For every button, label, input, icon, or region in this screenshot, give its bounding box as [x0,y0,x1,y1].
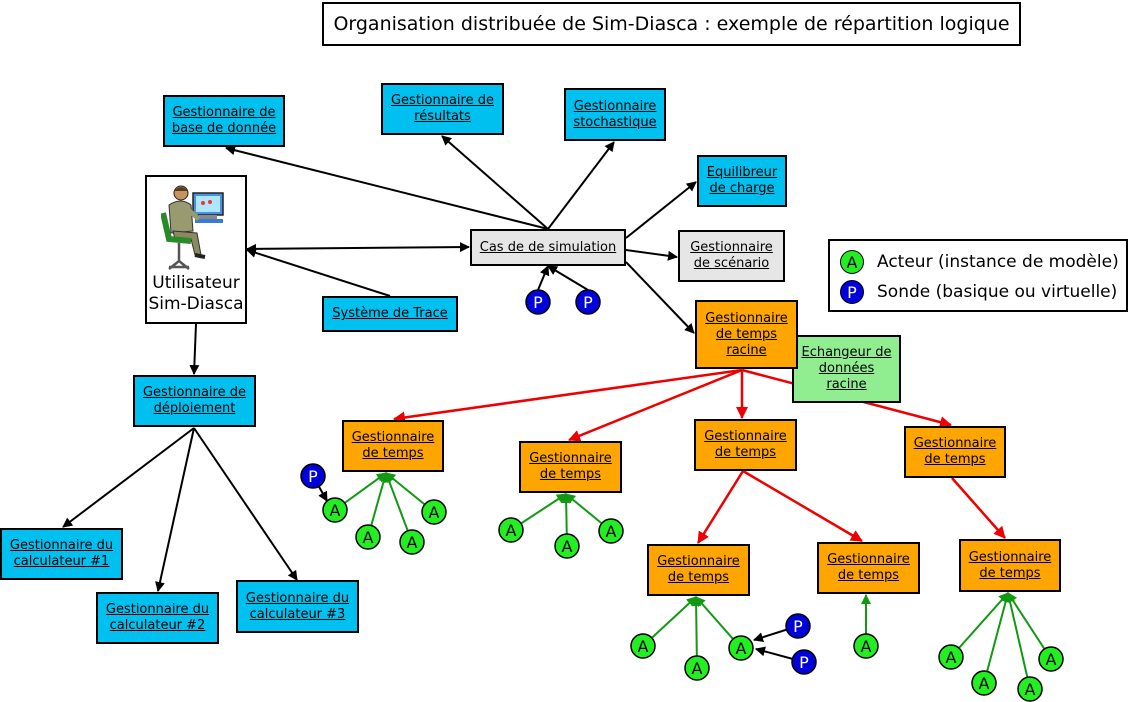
svg-text:P: P [799,653,809,672]
edge-arrow [62,427,195,528]
edge-arrow [950,592,1009,658]
edge-arrow [246,242,470,254]
actor-icon: A [840,250,864,274]
actor-node: A [938,644,964,670]
edge-arrow [155,427,195,592]
edge-arrow [547,265,589,291]
svg-text:A: A [363,528,374,547]
edge-arrow [625,181,697,239]
legend-probe-label: Sonde (basique ou virtuelle) [877,282,1118,302]
svg-text:A: A [946,648,957,667]
svg-text:P: P [793,617,803,636]
stochastic-manager-box: Gestionnaire stochastique [564,88,666,141]
user-at-computer-icon [161,185,224,270]
actor-node: A [355,524,381,550]
computer-manager-1-box: Gestionnaire du calculateur #1 [0,528,123,580]
time-manager-box: Gestionnaire de temps [647,544,750,596]
actor-node: A [322,497,348,523]
svg-text:P: P [583,293,593,312]
actor-node: A [853,633,879,659]
edge-arrow [625,261,695,334]
svg-text:A: A [429,503,440,522]
edge-arrow [951,477,1006,539]
edge-arrow [742,469,863,543]
probe-node: P [300,463,326,489]
legend-actor-row: A Acteur (instance de modèle) [840,250,1119,274]
edge-arrow [537,265,550,291]
probe-node: P [785,613,811,639]
root-data-exchanger-box: Echangeur de données racine [792,335,901,403]
svg-text:A: A [692,659,703,678]
time-manager-box: Gestionnaire de temps [694,419,797,471]
edge-arrow [1005,592,1031,690]
probe-icon: P [840,280,864,304]
legend-probe-row: P Sonde (basique ou virtuelle) [840,280,1117,304]
svg-text:P: P [308,467,318,486]
actor-node: A [728,635,754,661]
svg-text:A: A [1025,680,1036,699]
edge-arrow [547,141,615,230]
legend: A Acteur (instance de modèle) P Sonde (b… [828,239,1128,312]
svg-text:P: P [533,293,543,312]
svg-text:A: A [736,639,747,658]
scenario-manager-box: Gestionnaire de scénario [678,230,785,282]
edge-arrow [189,323,200,375]
simulation-case-box: Cas de de simulation [470,229,626,266]
edge-arrow [1007,592,1052,660]
actor-node: A [498,517,524,543]
computer-manager-3-box: Gestionnaire du calculateur #3 [236,580,359,633]
actor-node: A [630,633,656,659]
diagram-title: Organisation distribuée de Sim-Diasca : … [322,2,1021,46]
load-balancer-box: Equilibreur de charge [697,155,787,207]
trace-system-box: Système de Trace [322,296,458,332]
actor-node: A [421,499,447,525]
svg-text:A: A [562,537,573,556]
user-box: Utilisateur Sim-Diasca [145,175,247,324]
deployment-manager-box: Gestionnaire de déploiement [133,375,256,427]
edge-arrow [393,368,743,424]
svg-text:A: A [606,522,617,541]
edge-arrow [983,592,1011,684]
svg-text:A: A [407,533,418,552]
db-manager-box: Gestionnaire de base de donnée [163,95,285,147]
actor-node: A [1017,676,1043,702]
edge-arrow [625,249,678,261]
computer-manager-2-box: Gestionnaire du calculateur #2 [96,592,219,644]
svg-text:A: A [979,674,990,693]
actor-node: A [971,670,997,696]
svg-text:A: A [638,637,649,656]
probe-node: P [791,649,817,675]
svg-text:A: A [330,501,341,520]
edge-arrow [696,470,745,544]
edge-arrow [441,135,549,230]
edge-arrow [246,247,391,297]
time-manager-box: Gestionnaire de temps [817,542,920,594]
time-manager-box: Gestionnaire de temps [959,539,1061,592]
actor-node: A [1038,646,1064,672]
legend-actor-label: Acteur (instance de modèle) [877,252,1119,272]
edge-arrow [225,145,549,230]
time-manager-box: Gestionnaire de temps [904,426,1006,478]
svg-text:A: A [1046,650,1057,669]
actor-node: A [598,518,624,544]
edge-arrow [568,368,743,442]
actor-node: A [554,533,580,559]
actor-node: A [684,655,710,681]
results-manager-box: Gestionnaire de résultats [381,83,504,135]
probe-node: P [525,289,551,315]
svg-text:A: A [506,521,517,540]
time-manager-box: Gestionnaire de temps [519,441,622,493]
user-label: Utilisateur Sim-Diasca [148,273,244,314]
time-manager-box: Gestionnaire de temps [342,420,444,472]
probe-node: P [575,289,601,315]
root-time-manager-box: Gestionnaire de temps racine [695,300,798,369]
edge-arrow [193,427,298,581]
actor-node: A [399,529,425,555]
svg-text:A: A [861,637,872,656]
